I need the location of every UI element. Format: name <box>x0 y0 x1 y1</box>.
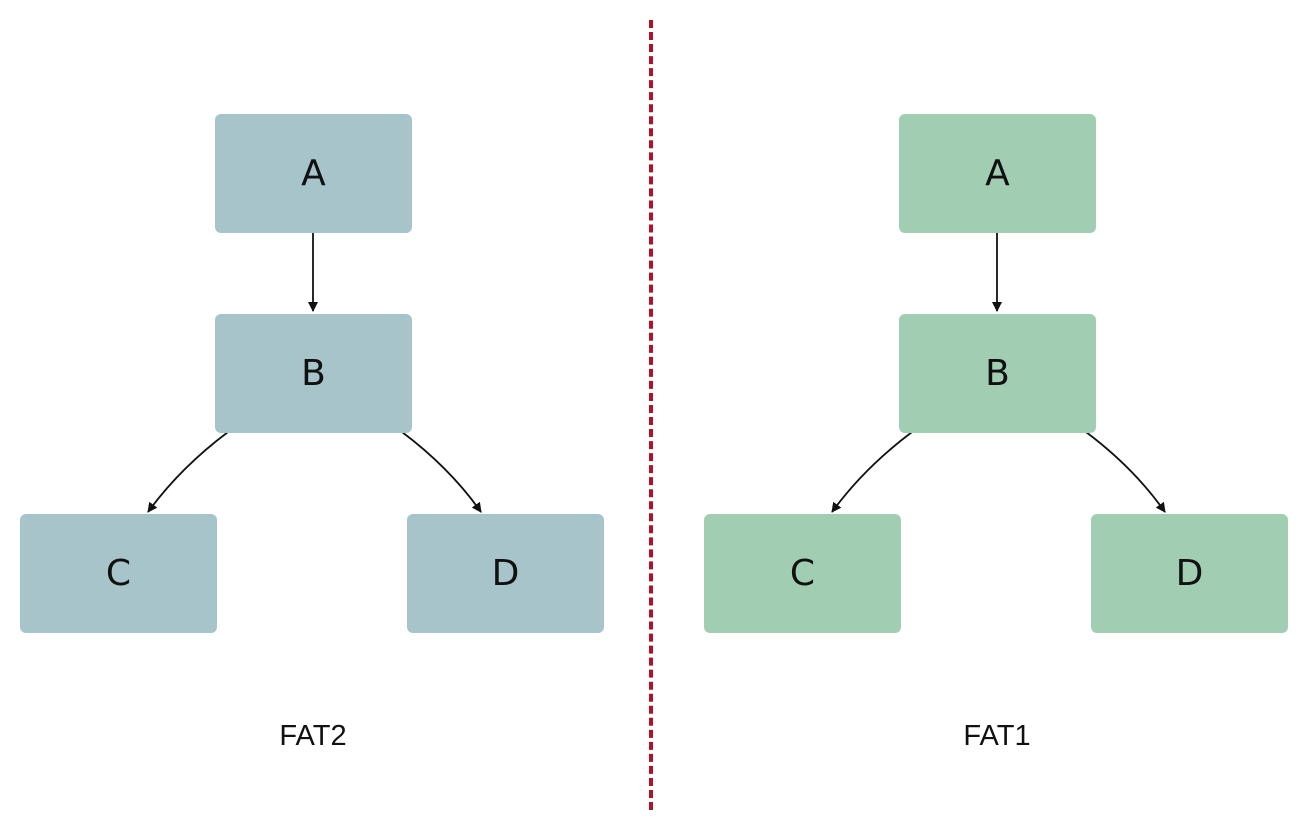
right-node-c: C <box>704 514 901 633</box>
right-node-a: A <box>899 114 1096 233</box>
right-node-a-label: A <box>985 153 1010 194</box>
right-node-b: B <box>899 314 1096 433</box>
left-node-c: C <box>20 514 217 633</box>
right-node-d: D <box>1091 514 1288 633</box>
left-node-a: A <box>215 114 412 233</box>
right-edge-b-c <box>831 431 913 513</box>
left-node-b: B <box>215 314 412 433</box>
left-edge-b-c <box>147 431 229 513</box>
right-node-d-label: D <box>1175 553 1204 594</box>
right-node-c-label: C <box>789 553 816 594</box>
left-edge-b-d <box>401 431 482 513</box>
left-node-b-label: B <box>301 353 326 394</box>
left-node-d: D <box>407 514 604 633</box>
left-node-d-label: D <box>491 553 520 594</box>
left-node-c-label: C <box>105 553 132 594</box>
right-edge-b-d <box>1085 431 1166 513</box>
left-caption: FAT2 <box>279 720 347 752</box>
right-caption: FAT1 <box>963 720 1031 752</box>
right-node-b-label: B <box>985 353 1010 394</box>
dashed-divider <box>649 20 653 810</box>
left-node-a-label: A <box>301 153 326 194</box>
